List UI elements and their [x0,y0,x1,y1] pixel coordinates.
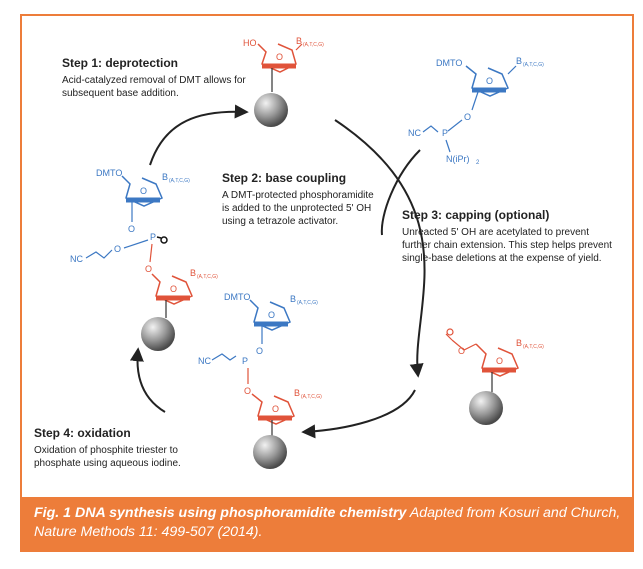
caption-title: Fig. 1 DNA synthesis using phosphoramidi… [34,505,407,521]
oxygen-label: O [128,224,135,234]
molecule-phosphite-triester: DMTO O B (A,T,C,G) O P NC O O B (A,T,C,G… [198,292,322,469]
oxygen-label: O [458,346,465,356]
diisopropylamino-label: N(iPr) [446,154,470,164]
step-1-description: Acid-catalyzed removal of DMT allows for… [62,75,246,99]
oxygen-label: O [464,112,471,122]
nc-label: NC [408,128,421,138]
base-label: B [190,268,196,278]
ring-oxygen-label: O [276,52,283,62]
dmto-label: DMTO [224,292,250,302]
base-label: B [296,36,302,46]
figure-frame [20,14,634,552]
step-4-title: Step 4: oxidation [34,426,131,440]
nc-label: NC [198,356,211,366]
oxygen-label: O [244,386,251,396]
step-1-title: Step 1: deprotection [62,56,179,70]
cycle-arrow-capping-feed [380,149,421,236]
step-2-description: A DMT-protected phosphoramidite is added… [222,190,374,227]
base-sub-label: (A,T,C,G) [197,274,218,280]
dmto-label: DMTO [96,168,122,178]
oxygen-label: O [256,346,263,356]
base-label: B [516,338,522,348]
base-sub-label: (A,T,C,G) [303,42,324,48]
molecule-deprotected-nucleotide: HO O B (A,T,C,G) [243,36,324,127]
oxygen-label: O [145,264,152,274]
ho-label: HO [243,38,257,48]
dmto-label: DMTO [436,58,462,68]
figure-caption: Fig. 1 DNA synthesis using phosphoramidi… [22,497,632,550]
step-3-capping: Step 3: capping (optional) Unreacted 5' … [402,208,617,265]
diisopropylamino-sub-label: 2 [476,160,480,166]
base-sub-label: (A,T,C,G) [169,178,190,184]
base-label: B [290,294,296,304]
step-4-description: Oxidation of phosphite triester to phosp… [34,445,181,469]
ring-oxygen-label: O [272,404,279,414]
step-3-title: Step 3: capping (optional) [402,208,550,222]
base-sub-label: (A,T,C,G) [297,300,318,306]
solid-support-bead [253,435,287,469]
step-1-deprotection: Step 1: deprotection Acid-catalyzed remo… [62,56,247,100]
ring-oxygen-label: O [496,356,503,366]
base-sub-label: (A,T,C,G) [523,344,544,350]
molecule-phosphoramidite-monomer: DMTO O B (A,T,C,G) O P NC N(iPr) 2 [408,56,544,166]
solid-support-bead [141,317,175,351]
nc-label: NC [70,254,83,264]
ring-oxygen-label: O [140,186,147,196]
phosphorus-label: P [150,232,156,242]
cycle-arrow-step2-to-step3 [334,119,426,378]
base-label: B [294,388,300,398]
ring-oxygen-label: O [486,76,493,86]
step-4-oxidation: Step 4: oxidation Oxidation of phosphite… [34,426,214,470]
cycle-arrow-step4-to-step1 [129,347,166,413]
caption-source: Adapted from Kosuri and Church, Nature M… [34,505,621,540]
base-sub-label: (A,T,C,G) [301,394,322,400]
solid-support-bead [469,391,503,425]
phosphorus-label: P [242,356,248,366]
step-3-description: Unreacted 5' OH are acetylated to preven… [402,227,612,264]
step-2-title: Step 2: base coupling [222,171,347,185]
oxygen-label: O [114,244,121,254]
cycle-arrow-step3-to-step4 [301,389,416,439]
base-label: B [162,172,168,182]
ring-oxygen-label: O [268,310,275,320]
step-2-base-coupling: Step 2: base coupling A DMT-protected ph… [222,171,382,228]
molecule-coupled-dinucleotide: DMTO O B (A,T,C,G) O P NC O O O B (A,T,C… [70,168,218,351]
molecule-capped-nucleotide: O O B (A,T,C,G) [445,328,544,425]
base-sub-label: (A,T,C,G) [523,62,544,68]
cycle-arrow-step1-to-step2 [149,104,249,166]
base-label: B [516,56,522,66]
phosphorus-label: P [442,128,448,138]
ring-oxygen-label: O [170,284,177,294]
solid-support-bead [254,93,288,127]
